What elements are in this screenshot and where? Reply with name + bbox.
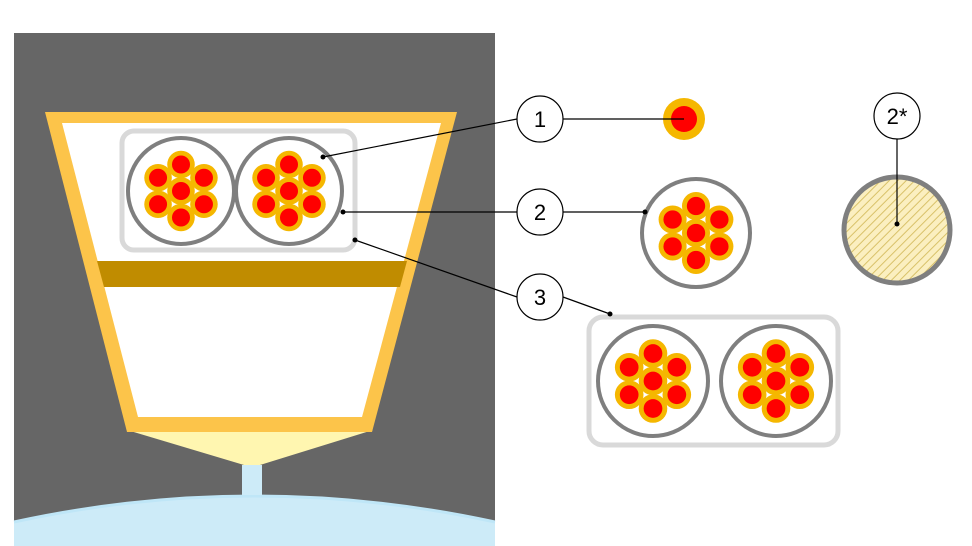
fiber-core <box>766 371 786 391</box>
callout-2star: 2* <box>873 92 921 140</box>
fiber-core <box>171 155 191 174</box>
bundle-cable-left <box>596 324 710 438</box>
leader-3-right <box>562 296 611 315</box>
callout-label: 2 <box>534 200 546 225</box>
fiber-core <box>667 385 687 405</box>
fiber-core <box>149 168 168 187</box>
leader-lines <box>322 118 898 315</box>
light-cone <box>127 430 373 465</box>
fiber-core <box>194 195 213 214</box>
fiber-core <box>279 208 299 227</box>
leader-dot <box>607 311 613 317</box>
callout-2: 2 <box>516 188 564 236</box>
callout-circle <box>516 95 564 143</box>
fiber-core <box>643 371 663 391</box>
fiber-core <box>643 399 663 418</box>
leader-dots <box>320 154 900 317</box>
callout-circle <box>516 273 564 321</box>
fiber-core <box>643 344 663 363</box>
band <box>97 261 407 287</box>
fiber-core <box>302 168 321 187</box>
callout-label: 1 <box>534 107 546 132</box>
bundle-cable-right <box>719 324 833 438</box>
fiber-core <box>194 168 213 187</box>
fiber-core <box>149 195 168 214</box>
curved-surface <box>14 496 495 546</box>
fiber-core <box>663 210 682 229</box>
cup-cable-left <box>126 136 236 246</box>
leader-dot <box>320 154 326 160</box>
leader-dot <box>894 221 900 227</box>
fiber-core <box>667 357 687 377</box>
leader-dot <box>352 237 358 243</box>
stem <box>242 465 262 495</box>
device-panel <box>13 33 496 546</box>
callout-3: 3 <box>516 273 564 321</box>
fiber-core <box>171 181 191 201</box>
callout-circle <box>516 188 564 236</box>
fiber-core <box>171 208 191 227</box>
fiber-core <box>619 357 639 377</box>
fiber-core <box>742 357 762 377</box>
fiber-core <box>790 357 810 377</box>
leader-dot <box>642 209 648 215</box>
cup-bundle <box>119 128 358 253</box>
cup-cable-right <box>234 136 344 246</box>
leader-dot <box>340 209 346 215</box>
fiber-core <box>279 155 299 174</box>
fiber-core <box>766 399 786 418</box>
fiber-core <box>279 181 299 201</box>
fiber-core <box>663 237 682 256</box>
fiber-core <box>257 195 276 214</box>
callout-label: 2* <box>887 104 908 129</box>
fiber-core <box>619 385 639 405</box>
fiber-core <box>710 237 729 256</box>
fiber-core <box>686 223 706 243</box>
fiber-core <box>710 210 729 229</box>
fiber-core <box>686 250 706 270</box>
fiber-core <box>790 385 810 405</box>
fiber-core <box>302 195 321 214</box>
surface-edge <box>13 494 496 524</box>
callout-circle <box>873 92 921 140</box>
callout-1: 1 <box>516 95 564 143</box>
fiber-core <box>686 196 706 216</box>
fiber-core <box>766 344 786 363</box>
bundle <box>586 314 841 448</box>
callout-label: 3 <box>534 285 546 310</box>
fiber-core <box>742 385 762 405</box>
leader-1-left <box>322 118 518 158</box>
single-cable <box>640 177 752 289</box>
fiber-core <box>257 168 276 187</box>
leader-3-left <box>354 239 518 298</box>
